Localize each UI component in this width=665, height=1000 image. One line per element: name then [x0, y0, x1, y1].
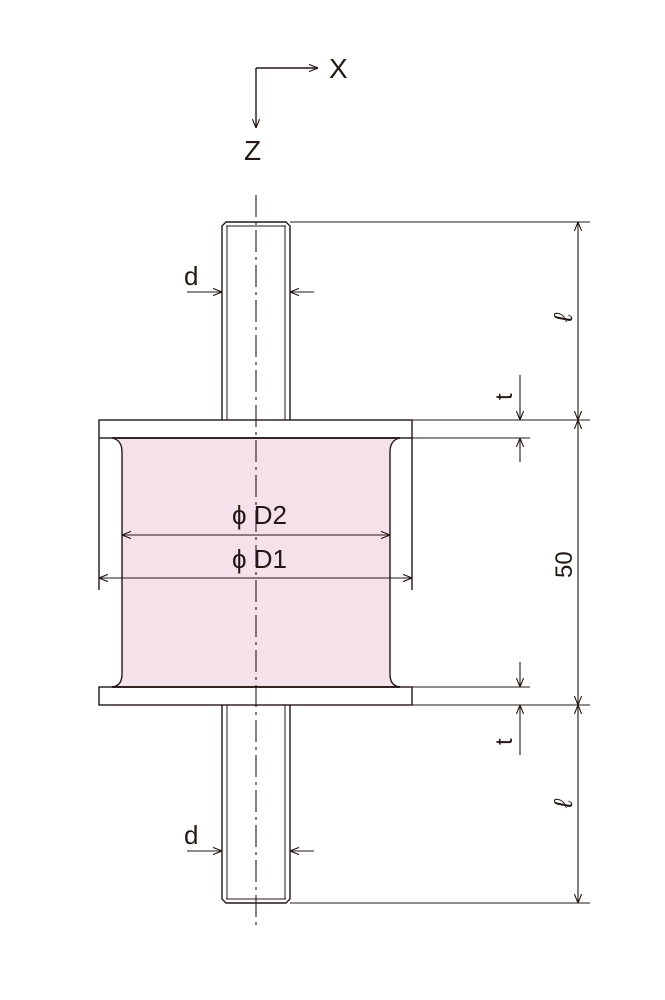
axis-indicator — [256, 68, 318, 128]
diameter-d2-label: ϕ D2 — [232, 500, 287, 530]
x-axis-label: X — [329, 53, 348, 84]
stud-diameter-label-top: d — [184, 261, 198, 291]
height-label: 50 — [551, 551, 578, 578]
stud-length-label-bottom: ℓ — [548, 798, 578, 809]
z-axis-label: Z — [244, 135, 261, 166]
diameter-d1-label: ϕ D1 — [232, 544, 287, 574]
stud-length-label-top: ℓ — [548, 312, 578, 323]
plate-thickness-label-bottom: t — [491, 738, 518, 745]
stud-diameter-label-bottom: d — [184, 820, 198, 850]
plate-thickness-label-top: t — [491, 393, 518, 400]
